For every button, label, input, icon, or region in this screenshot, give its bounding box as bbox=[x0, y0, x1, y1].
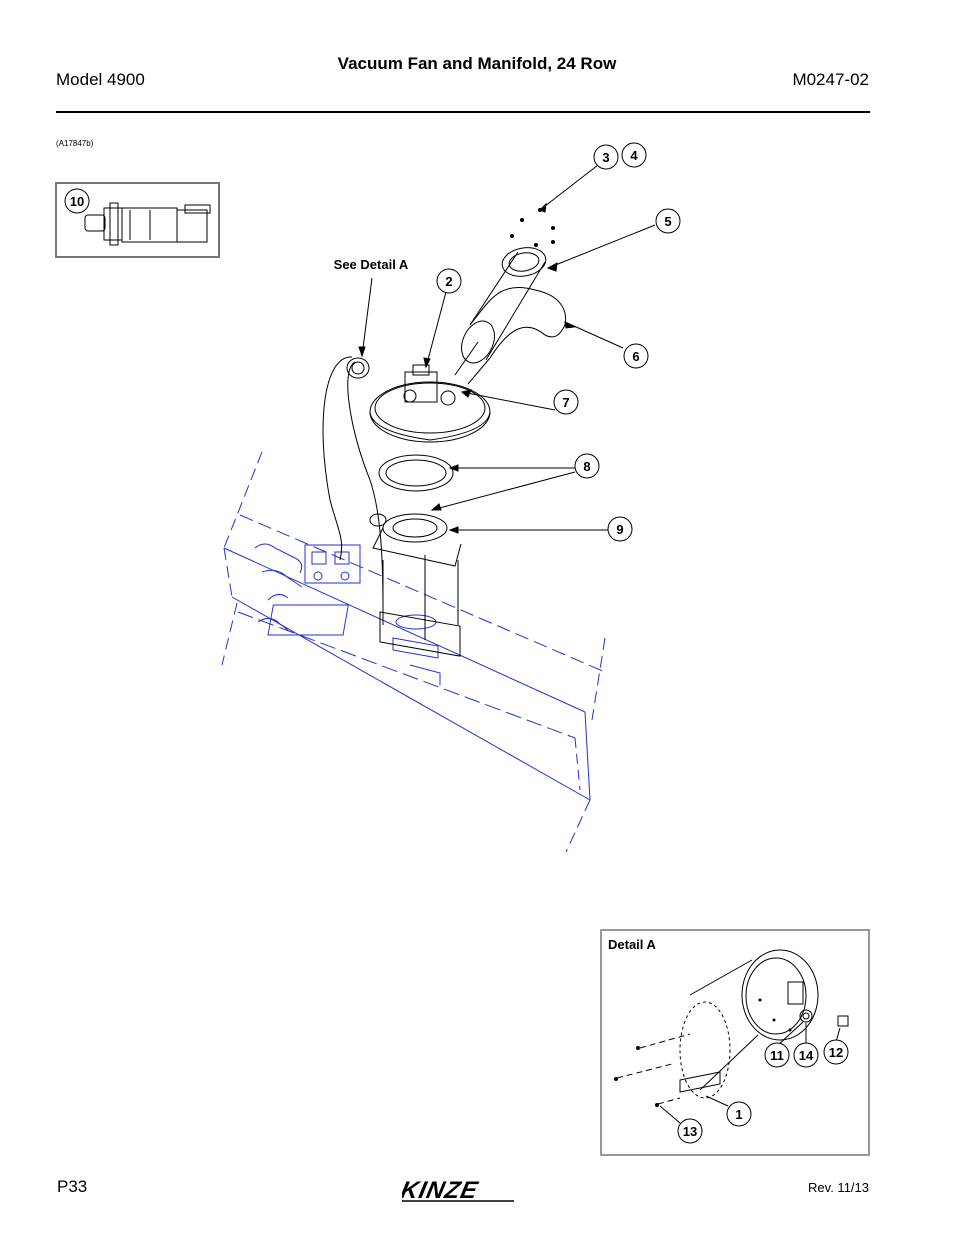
svg-text:6: 6 bbox=[632, 349, 639, 364]
callout-9: 9 bbox=[607, 516, 633, 542]
model-label: Model 4900 bbox=[56, 70, 145, 89]
gasket bbox=[378, 454, 454, 492]
fan-housing bbox=[369, 364, 491, 443]
figure-code: (A17847b) bbox=[56, 139, 94, 148]
detail-title: Detail A bbox=[608, 937, 657, 952]
page-title: Vacuum Fan and Manifold, 24 Row bbox=[337, 54, 617, 73]
svg-text:12: 12 bbox=[829, 1045, 843, 1060]
header-divider bbox=[56, 111, 870, 113]
callout-5: 5 bbox=[655, 208, 681, 234]
callout-6: 6 bbox=[623, 343, 649, 369]
svg-text:14: 14 bbox=[799, 1048, 814, 1063]
callout-3: 3 bbox=[593, 144, 619, 170]
callout-1: 1 bbox=[726, 1101, 752, 1127]
fitting bbox=[346, 357, 370, 379]
toolbar-frame bbox=[221, 451, 606, 853]
svg-text:5: 5 bbox=[664, 214, 671, 229]
svg-text:3: 3 bbox=[602, 150, 609, 165]
callout-10: 10 bbox=[64, 188, 90, 214]
leader-lines bbox=[358, 164, 656, 534]
manifold-adapter bbox=[369, 513, 462, 657]
svg-text:4: 4 bbox=[630, 148, 638, 163]
revision-label: Rev. 11/13 bbox=[808, 1180, 869, 1195]
callout-8: 8 bbox=[574, 453, 600, 479]
svg-text:1: 1 bbox=[735, 1107, 742, 1122]
callout-13: 13 bbox=[677, 1118, 703, 1144]
svg-text:11: 11 bbox=[770, 1048, 784, 1063]
callout-7: 7 bbox=[553, 389, 579, 415]
svg-text:13: 13 bbox=[683, 1124, 697, 1139]
detail-a: Detail A bbox=[600, 929, 870, 1156]
svg-text:8: 8 bbox=[583, 459, 590, 474]
callout-4: 4 bbox=[621, 142, 647, 168]
hardware-bolts bbox=[510, 208, 555, 247]
callout-14: 14 bbox=[793, 1042, 819, 1068]
callout-11: 11 bbox=[764, 1042, 790, 1068]
svg-text:9: 9 bbox=[616, 522, 623, 537]
document-number: M0247-02 bbox=[792, 70, 869, 89]
see-detail-label: See Detail A bbox=[334, 257, 409, 272]
callout-12: 12 bbox=[823, 1039, 849, 1065]
svg-text:KINZE: KINZE bbox=[402, 1177, 481, 1204]
inset-item-10 bbox=[55, 182, 220, 258]
kinze-logo: KINZE bbox=[398, 1176, 522, 1209]
callout-2: 2 bbox=[436, 268, 462, 294]
vacuum-elbow bbox=[454, 247, 567, 385]
page-number: P33 bbox=[57, 1177, 88, 1196]
svg-text:7: 7 bbox=[562, 395, 569, 410]
svg-text:2: 2 bbox=[445, 274, 452, 289]
hydraulic-hose bbox=[322, 356, 384, 611]
svg-text:10: 10 bbox=[70, 194, 84, 209]
